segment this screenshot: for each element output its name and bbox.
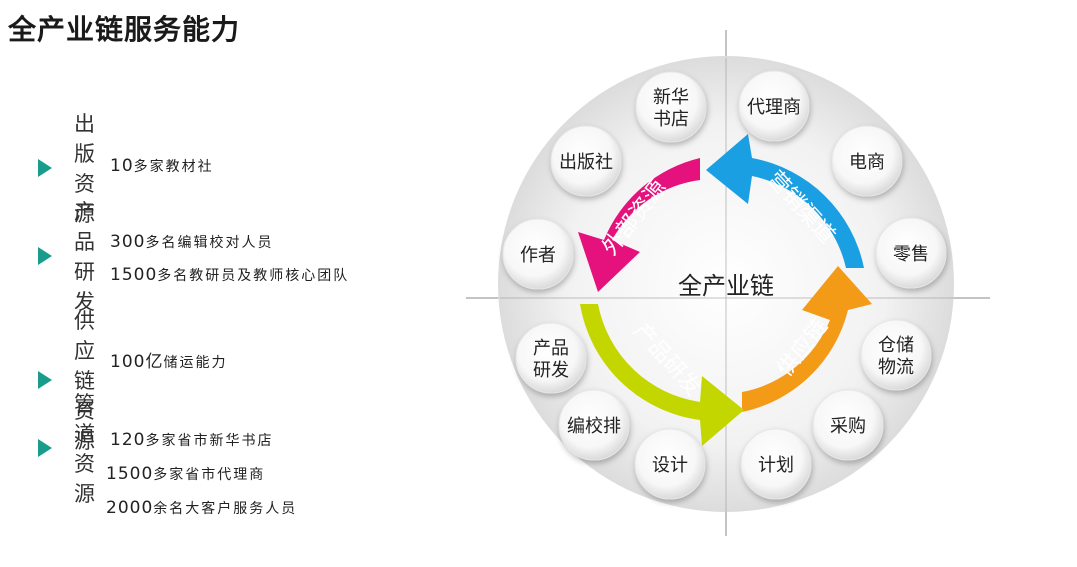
- node-circle: [558, 389, 630, 461]
- node-label: 新华: [653, 87, 689, 108]
- section-label: 出版资源: [74, 112, 97, 226]
- node-bubble: 产品研发: [515, 322, 587, 394]
- node-circle: [740, 428, 812, 500]
- bullet-arrow-icon: [38, 439, 52, 457]
- node-bubble: 计划: [740, 428, 812, 500]
- node-circle: [635, 71, 707, 143]
- node-bubble: 电商: [831, 125, 903, 197]
- arrow-marketing-channels: [706, 134, 864, 268]
- bullet-arrow-icon: [38, 371, 52, 389]
- node-bubble: 零售: [875, 217, 947, 289]
- node-circle: [634, 428, 706, 500]
- node-label: 仓储: [878, 335, 914, 356]
- node-label: 作者: [520, 245, 556, 266]
- node-label: 书店: [653, 109, 689, 130]
- list-item: 100亿储运能力: [110, 352, 228, 372]
- list-item: 120多家省市新华书店: [110, 430, 274, 450]
- node-circle: [831, 125, 903, 197]
- node-circle: [502, 218, 574, 290]
- list-item: 10多家教材社: [110, 156, 214, 176]
- node-label: 研发: [533, 360, 569, 381]
- node-label: 编校排: [567, 416, 621, 437]
- node-label: 采购: [830, 416, 866, 437]
- arrow-product-rd: [580, 304, 744, 446]
- node-label: 出版社: [559, 152, 613, 173]
- section-label: 供应链资源: [74, 309, 97, 453]
- list-item: 1500多名教研员及教师核心团队: [110, 265, 350, 285]
- bullet-arrow-icon: [38, 159, 52, 177]
- node-circle: [515, 322, 587, 394]
- node-circle: [875, 217, 947, 289]
- center-label: 全产业链: [678, 272, 774, 300]
- node-bubble: 作者: [502, 218, 574, 290]
- node-circle: [550, 125, 622, 197]
- list-item: 2000余名大客户服务人员: [106, 498, 298, 518]
- node-bubble: 编校排: [558, 389, 630, 461]
- node-bubble: 出版社: [550, 125, 622, 197]
- section-channels: 管道资源: [38, 388, 97, 508]
- node-label: 物流: [878, 357, 914, 378]
- section-label: 管道资源: [74, 392, 97, 506]
- node-label: 计划: [758, 455, 794, 476]
- section-product-rd: 产品研发: [38, 196, 97, 316]
- node-label: 设计: [652, 455, 688, 476]
- arrow-supply-chain: [742, 266, 872, 412]
- node-circle: [812, 389, 884, 461]
- node-bubble: 采购: [812, 389, 884, 461]
- list-item: 300多名编辑校对人员: [110, 232, 274, 252]
- node-bubble: 新华书店: [635, 71, 707, 143]
- node-bubble: 设计: [634, 428, 706, 500]
- node-label: 产品: [533, 338, 569, 359]
- bullet-arrow-icon: [38, 247, 52, 265]
- node-circle: [860, 319, 932, 391]
- list-item: 1500多家省市代理商: [106, 464, 266, 484]
- node-label: 电商: [849, 152, 885, 173]
- section-label: 产品研发: [74, 200, 97, 314]
- page-title: 全产业链服务能力: [8, 13, 241, 46]
- node-label: 代理商: [747, 97, 801, 118]
- arrow-external-resources: [578, 158, 700, 292]
- section-publishing: 出版资源: [38, 108, 97, 228]
- node-circle: [738, 70, 810, 142]
- node-bubble: 代理商: [738, 70, 810, 142]
- node-label: 零售: [893, 244, 929, 265]
- section-supply-chain: 供应链资源: [38, 305, 97, 455]
